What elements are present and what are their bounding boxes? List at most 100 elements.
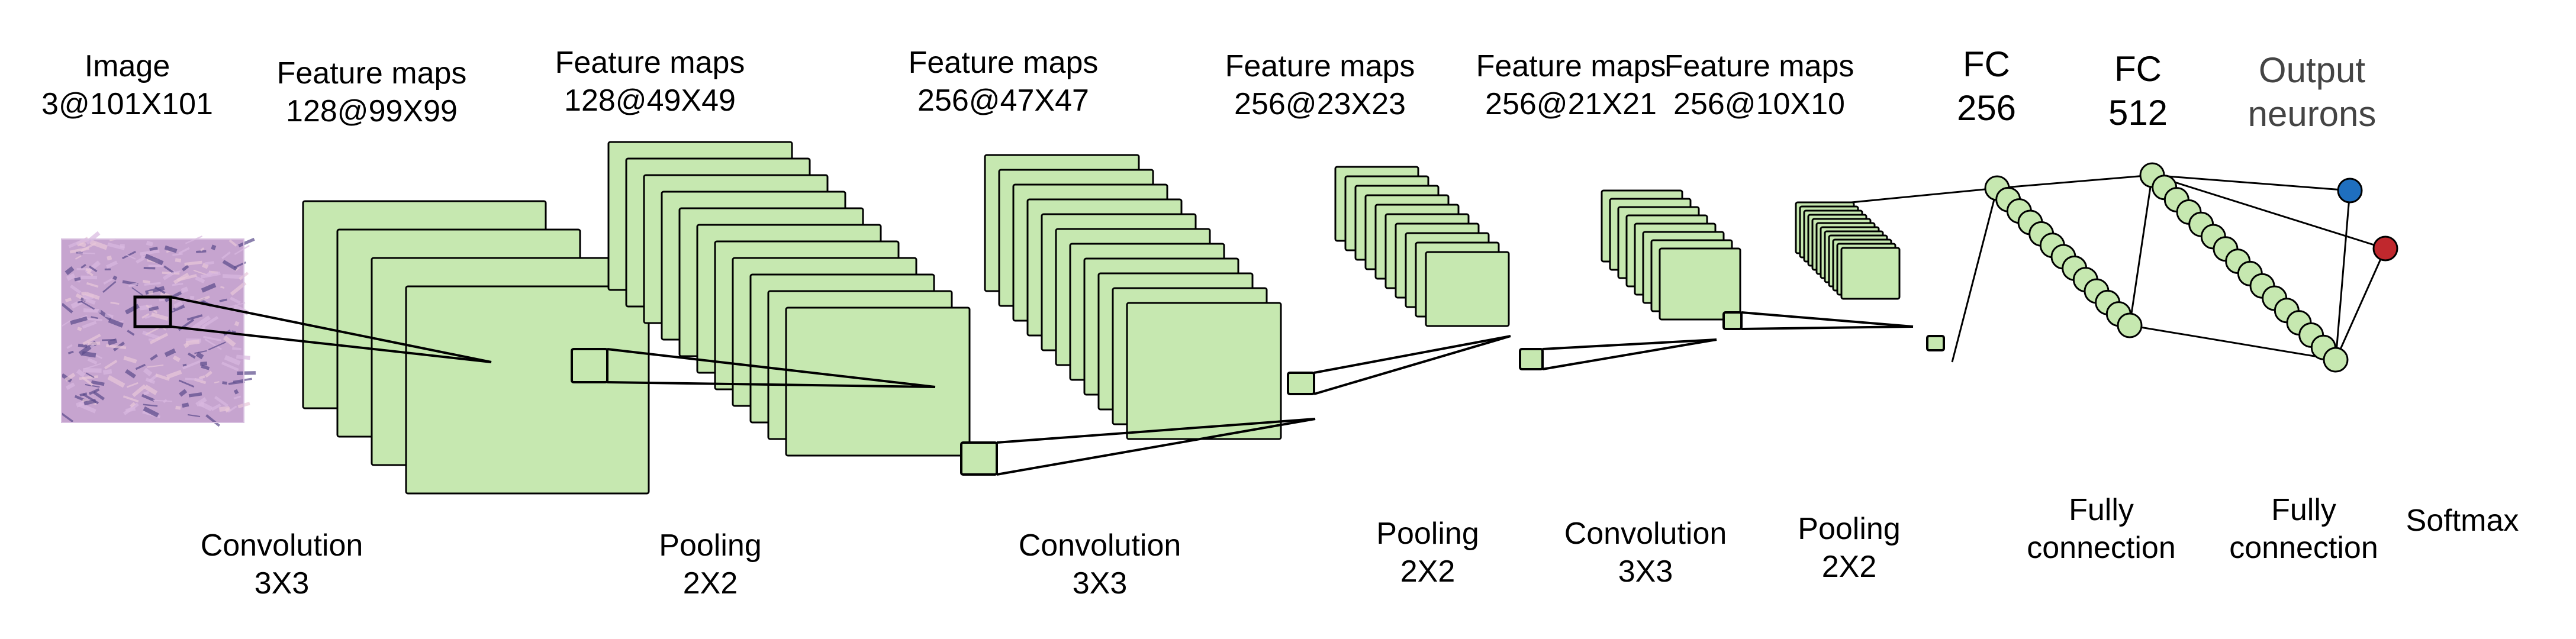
op-convolution-3: Convolution 3X3 xyxy=(1564,515,1727,590)
tissue-texture xyxy=(234,267,240,272)
fc-512-neuron xyxy=(2323,347,2349,373)
tissue-texture xyxy=(125,254,136,260)
tissue-texture xyxy=(65,382,75,390)
tissue-texture xyxy=(145,327,159,335)
tissue-texture xyxy=(148,264,163,267)
tissue-texture xyxy=(88,341,101,346)
tissue-texture xyxy=(222,274,242,279)
tissue-texture xyxy=(195,295,210,303)
feature-maps-stack-6 xyxy=(1795,201,1901,300)
tissue-texture xyxy=(83,308,101,313)
tissue-texture xyxy=(61,412,74,423)
tissue-texture xyxy=(125,406,136,413)
tissue-texture xyxy=(65,266,75,276)
link-fm2-to-fm3-b xyxy=(996,418,1316,476)
tissue-texture xyxy=(176,274,197,282)
tissue-texture xyxy=(201,283,217,293)
op-8-param: connection xyxy=(2229,531,2378,565)
op-2-name: Pooling xyxy=(659,528,762,563)
tissue-texture xyxy=(223,335,236,347)
tissue-texture xyxy=(67,350,74,354)
op-convolution-2: Convolution 3X3 xyxy=(1019,527,1181,602)
stage-6-title: Feature maps xyxy=(1664,49,1854,83)
op-fully-connection-1: Fully connection xyxy=(2027,491,2176,567)
tissue-texture xyxy=(126,382,139,388)
stage-4-title: Feature maps xyxy=(1225,49,1415,83)
stage-6-label: Feature maps 256@10X10 xyxy=(1664,47,1854,123)
tissue-texture xyxy=(131,384,147,398)
tissue-texture xyxy=(68,237,88,248)
tissue-texture xyxy=(232,347,242,351)
tissue-texture xyxy=(69,247,89,254)
tissue-texture xyxy=(175,258,182,263)
op-9-name: Softmax xyxy=(2406,504,2519,538)
input-image xyxy=(60,231,256,427)
link-fm5-to-fm6-b xyxy=(1741,325,1914,330)
tissue-texture xyxy=(178,379,195,388)
tissue-texture xyxy=(78,402,96,414)
window-fm1 xyxy=(571,348,608,383)
tissue-texture xyxy=(130,402,136,408)
tissue-texture xyxy=(123,356,137,364)
tissue-texture xyxy=(83,367,102,373)
output-neurons-label: Output neurons xyxy=(2248,49,2377,136)
tissue-texture xyxy=(149,306,159,312)
tissue-texture xyxy=(82,351,96,358)
stage-3-dims: 256@47X47 xyxy=(917,83,1089,118)
tissue-texture xyxy=(150,354,158,361)
tissue-texture xyxy=(230,296,241,305)
tissue-texture xyxy=(86,282,99,288)
tissue-texture xyxy=(237,371,256,376)
tissue-texture xyxy=(172,283,183,286)
tissue-texture xyxy=(181,286,189,293)
tissue-texture xyxy=(163,265,175,274)
tissue-texture xyxy=(185,339,200,346)
fc-256-title: FC xyxy=(1963,44,2010,84)
stage-1-label: Feature maps 128@99X99 xyxy=(277,54,467,130)
tissue-texture xyxy=(61,302,73,314)
tissue-texture xyxy=(230,281,247,296)
tissue-texture xyxy=(75,255,82,260)
link-fm4-to-fm5-a xyxy=(1542,338,1717,350)
op-pooling-2: Pooling 2X2 xyxy=(1376,515,1479,590)
tissue-texture xyxy=(168,270,181,275)
tissue-texture xyxy=(205,370,212,378)
op-4-param: 2X2 xyxy=(1400,554,1456,589)
tissue-texture xyxy=(79,241,86,248)
tissue-texture xyxy=(144,282,161,286)
tissue-texture xyxy=(208,341,226,351)
tissue-texture xyxy=(78,343,88,348)
tissue-texture xyxy=(107,255,112,261)
tissue-texture xyxy=(221,362,239,372)
tissue-texture xyxy=(85,231,101,245)
feature-map xyxy=(1840,247,1901,300)
tissue-texture xyxy=(85,292,100,300)
tissue-texture xyxy=(182,264,189,272)
tissue-texture xyxy=(76,369,86,377)
feature-map-stacks xyxy=(60,141,1901,495)
tissue-texture xyxy=(144,384,158,395)
tissue-texture xyxy=(143,367,153,377)
tissue-texture xyxy=(112,275,118,280)
tissue-texture xyxy=(78,252,95,254)
tissue-texture xyxy=(222,260,237,271)
tissue-texture xyxy=(102,369,112,375)
tissue-texture xyxy=(173,301,183,309)
tissue-texture xyxy=(104,359,118,370)
fc-512-title: FC xyxy=(2114,49,2162,89)
tissue-texture xyxy=(220,286,225,289)
tissue-texture xyxy=(105,260,118,269)
tissue-texture xyxy=(187,414,201,418)
op-3-param: 3X3 xyxy=(1072,566,1128,601)
tissue-texture xyxy=(233,395,242,399)
op-6-param: 2X2 xyxy=(1821,550,1877,584)
op-convolution-1: Convolution 3X3 xyxy=(201,527,363,602)
tissue-texture xyxy=(227,405,237,413)
tissue-texture xyxy=(89,344,95,349)
tissue-texture xyxy=(144,253,164,266)
tissue-texture xyxy=(152,399,173,402)
tissue-texture xyxy=(182,363,187,367)
tissue-texture xyxy=(65,298,72,302)
op-5-name: Convolution xyxy=(1564,517,1727,551)
